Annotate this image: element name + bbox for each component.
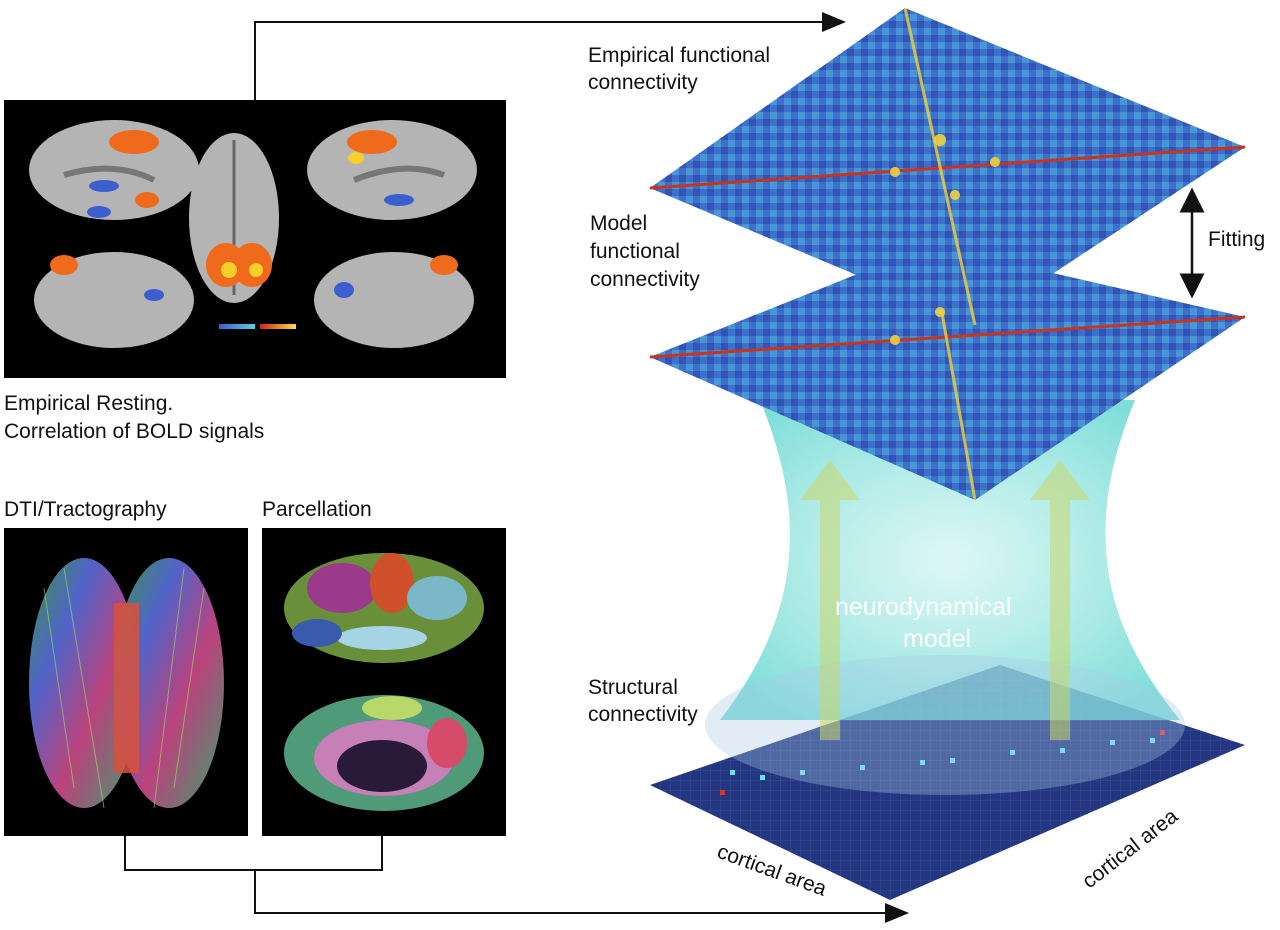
neurodynamical-label-2: model [903,625,972,653]
parcellation-image-icon [284,553,484,811]
parcellation-label: Parcellation [262,498,372,521]
structural-matrix [650,665,1245,900]
resting-state-panel [4,100,506,378]
model-fc-label-1: Model [590,212,648,235]
empirical-fc-label-1: Empirical functional [588,44,771,67]
dti-panel [4,528,248,836]
bracket-bottom [124,836,383,871]
arrow-structure-to-sc [254,870,909,923]
parcellation-panel [262,528,506,836]
model-fc-label-3: connectivity [590,268,700,291]
model-fc-label-2: functional [590,240,680,263]
green-arrow-right [1030,460,1090,740]
structural-dots [730,738,1155,780]
green-arrow-left [800,460,860,740]
neurodynamical-label-1: neurodynamical [835,593,1012,621]
empirical-fc-label-2: connectivity [588,71,698,94]
dti-label: DTI/Tractography [4,498,167,521]
tractography-image-icon [29,558,224,809]
structural-label-2: connectivity [588,703,698,726]
resting-label-2: Correlation of BOLD signals [4,420,265,443]
fitting-label: Fitting [1208,228,1266,251]
model-fc-matrix [650,245,1245,500]
arrow-rest-to-fc [254,12,846,100]
brain-surface-views-icon [29,120,477,348]
structural-label-1: Structural [588,676,678,699]
resting-label-1: Empirical Resting. [4,392,174,415]
